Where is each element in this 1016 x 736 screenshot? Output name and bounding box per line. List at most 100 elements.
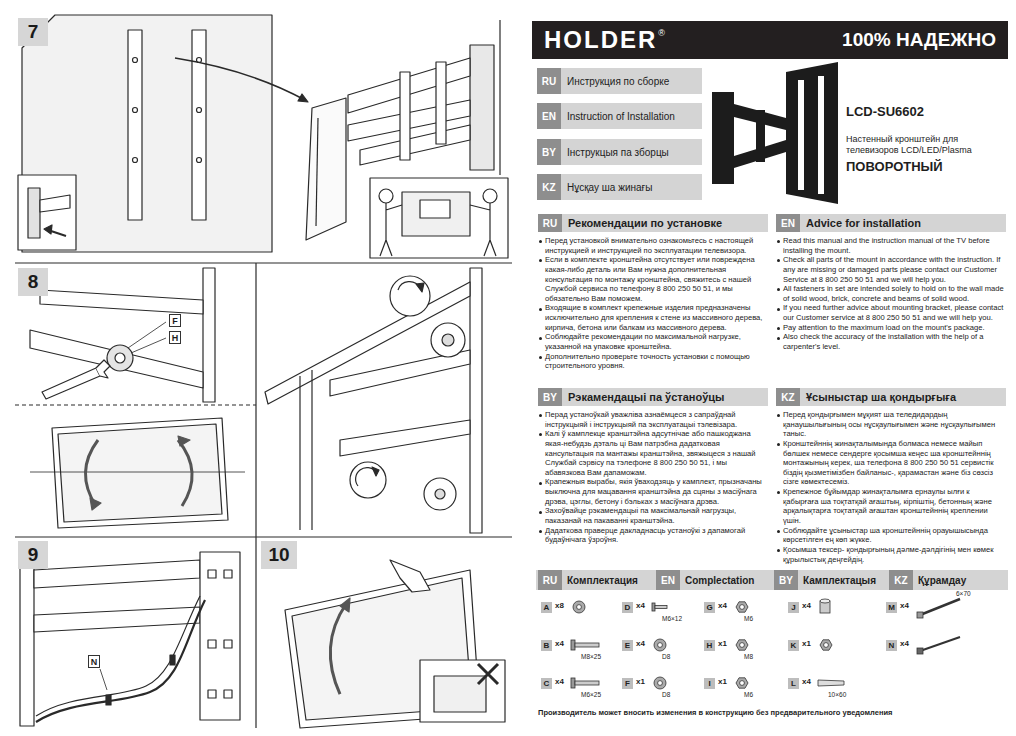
part-letter: E (622, 640, 633, 651)
part-letter: G (704, 602, 715, 613)
node-text: Рэкамендацыі па ўстаноўцы (568, 391, 725, 403)
language-row: Нұсқау ша жинағыKZ (537, 174, 702, 200)
part-letter: B (541, 640, 552, 651)
part-letter: M (886, 602, 897, 613)
part-letter: I (704, 678, 715, 689)
bullet-text: All fasteners in set are intended solely… (776, 284, 1006, 303)
quantity: x4 (555, 639, 564, 648)
part-icon (820, 640, 832, 650)
bullet-text: Перед қондырғымен мұқият ша теледидардың… (776, 410, 1006, 439)
bullet-text: If you need further advice about mountin… (776, 303, 1006, 322)
bullet-text: Если в комплекте кронштейна отсутствует … (538, 255, 768, 303)
section-body: Перед установкой внимательно ознакомьтес… (538, 236, 768, 371)
node-text: Advice for installation (806, 217, 921, 229)
kit-heading: ҚұрамдауKZ (889, 570, 1005, 590)
part-icon (571, 678, 575, 688)
section-heading: Ұсыныстар ша қондырғығаKZ (776, 388, 1006, 406)
node-text: BY (542, 147, 556, 158)
section-body: Read this manual and the instruction man… (776, 236, 1006, 352)
language-code: BY (538, 388, 562, 406)
part-letter: A (541, 602, 552, 613)
step-number: 9 (18, 541, 48, 569)
quantity: x4 (718, 601, 727, 610)
node-text: KZ (781, 392, 794, 403)
bullet-text: Read this manual and the instruction man… (776, 236, 1006, 255)
node-text: EN (661, 575, 675, 586)
quantity: x4 (555, 677, 564, 686)
bullet-text: Захоўвайце рэкамендацыі па максімальнай … (538, 506, 768, 525)
part-icon (575, 643, 599, 647)
step-number: 7 (18, 18, 48, 46)
size-label: D8 (662, 691, 670, 698)
node-text: Complectation (685, 575, 754, 586)
bullet-text: Қосымша тексер- қондырғының дәлме-дәлдіг… (776, 545, 1006, 564)
node-text: 9 (28, 544, 39, 566)
language-row: Instruction of Installation EN (537, 103, 702, 129)
quantity: x4 (900, 601, 909, 610)
part-letter: L (788, 678, 799, 689)
part-icon (577, 605, 582, 610)
quantity: x4 (900, 639, 909, 648)
quantity: x1 (718, 677, 727, 686)
bullet-text: Калі ў камплекце кранштэйна адсутнічае а… (538, 429, 768, 477)
size-label: M8 (744, 653, 753, 660)
size-label: M6×12 (662, 615, 682, 622)
node-text: Инструкция по сборке (567, 76, 669, 87)
node-text: Рекомендации по установке (568, 217, 722, 229)
language-code: RU (537, 68, 561, 94)
node-text: Інструкцыя па зборцы (567, 147, 669, 158)
logo-mark: ® (658, 28, 665, 38)
size-label: D8 (662, 653, 670, 660)
part-icon (736, 602, 748, 612)
node-text: Instruction of Installation (567, 111, 675, 122)
callout-letter: N (88, 655, 100, 668)
language-code: BY (774, 570, 798, 590)
part-icon (917, 612, 923, 618)
part-icon (652, 603, 655, 611)
quantity: x4 (802, 677, 811, 686)
part-letter: F (622, 678, 633, 689)
node-text: RU (542, 76, 556, 87)
part-icon (740, 605, 745, 610)
language-row: Инструкция по сборке RU (537, 68, 702, 94)
bullet-text: Pay attention to the maximum load on the… (776, 323, 1006, 333)
part-letter: K (788, 640, 799, 651)
section-heading: Рекомендации по установкеRU (538, 214, 768, 232)
node-text: 8 (28, 271, 39, 293)
section-heading: Рэкамендацыі па ўстаноўцы BY (538, 388, 768, 406)
language-code: KZ (776, 388, 800, 406)
node-text: Нұсқау ша жинағы (567, 182, 652, 193)
part-icon (917, 648, 923, 654)
size-label: M6×25 (581, 691, 601, 698)
language-code: EN (776, 214, 800, 232)
part-icon (655, 606, 667, 609)
node-text: L (791, 679, 796, 688)
node-text: BY (543, 392, 557, 403)
section-body: Перад устаноўкай уважліва азнаёмцеся з с… (538, 410, 768, 545)
part-icon (658, 643, 663, 648)
bullet-text: Входящие в комплект крепежные изделия пр… (538, 303, 768, 332)
node-text: C (544, 679, 550, 688)
part-icon (658, 681, 663, 686)
bullet-text: Кронштейннің жинақталымында болмаса неме… (776, 439, 1006, 487)
node-text: F (625, 679, 630, 688)
part-icon (818, 680, 844, 686)
model-number: LCD-SU6602 (846, 104, 924, 119)
part-icon (573, 601, 585, 613)
slogan: 100% НАДЕЖНО (842, 29, 996, 51)
language-code: EN (537, 103, 561, 129)
part-letter: D (622, 602, 633, 613)
language-code: RU (538, 570, 562, 590)
language-code: EN (656, 570, 680, 590)
node-text: Камплектацыя (803, 575, 876, 586)
node-text: B (544, 641, 550, 650)
bullet-text: Дополнительно проверьте точность установ… (538, 352, 768, 371)
node-text: RU (543, 575, 557, 586)
bullet-text: Also check the accuracy of the installat… (776, 332, 1006, 351)
size-label: M6 (744, 615, 753, 622)
node-text: BY (779, 575, 793, 586)
header-bar: HOLDER®100% НАДЕЖНО (532, 21, 1008, 59)
bullet-text: Соблюдайте рекомендации по максимальной … (538, 332, 768, 351)
node-text: E (625, 641, 630, 650)
